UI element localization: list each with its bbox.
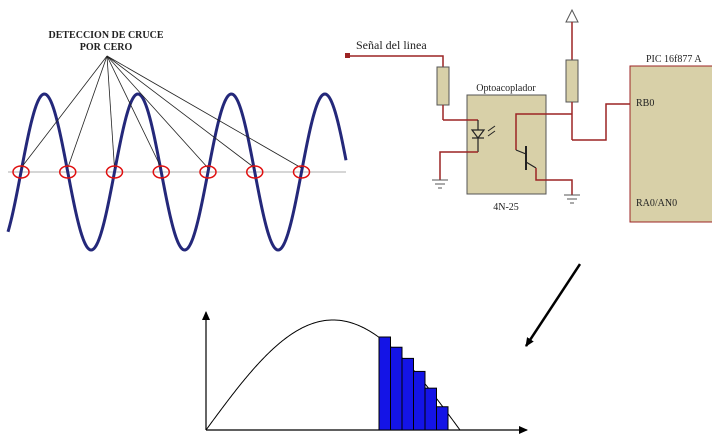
zero-crossing-marker	[105, 165, 124, 179]
input-terminal	[345, 53, 350, 58]
ground-symbol-left	[432, 179, 448, 189]
sine-wave	[6, 92, 348, 252]
zero-crossing-markers	[12, 165, 311, 179]
sample-bar	[436, 406, 449, 431]
signal-to-rb0-wire	[572, 103, 630, 141]
pointer-line	[20, 55, 108, 169]
transistor-collector	[515, 149, 527, 155]
pointer-line	[106, 55, 302, 169]
input-wire	[350, 55, 444, 67]
flow-arrow	[524, 263, 582, 347]
input-resistor	[436, 66, 450, 106]
pointer-line	[106, 55, 162, 169]
pointer-lines	[20, 55, 302, 169]
zero-crossing-marker	[152, 165, 170, 179]
phototransistor-collector-wire	[515, 113, 572, 150]
pointer-line	[106, 55, 209, 169]
sample-bar	[413, 370, 426, 431]
sample-bar	[378, 336, 391, 431]
ground-symbol-right	[564, 194, 580, 204]
vcc-arrow	[565, 8, 579, 23]
pin-rb0-label: RB0	[636, 98, 654, 109]
optocoupler-part-label: 4N-25	[493, 202, 519, 213]
zero-crossing-marker	[59, 165, 77, 179]
sample-bar	[390, 346, 403, 431]
emitter-ground-wire	[535, 168, 573, 195]
transistor-emitter	[525, 161, 537, 169]
zero-crossing-marker	[246, 165, 264, 179]
zero-cross-panel: DETECCION DE CRUCE POR CERO	[6, 30, 348, 252]
zero-crossing-marker	[199, 165, 217, 179]
circuit-labels: Señal del linea Optoacoplador 4N-25 PIC …	[356, 38, 702, 213]
pic-microcontroller	[629, 65, 712, 223]
zero-crossing-marker	[12, 165, 30, 179]
zero-cross-title-line1: DETECCION DE CRUCE	[48, 30, 163, 41]
led-ground-wire	[439, 151, 478, 180]
zero-crossing-marker	[292, 165, 311, 179]
pointer-line	[67, 55, 108, 169]
circuit-panel	[345, 8, 712, 223]
pointer-line	[106, 55, 115, 169]
sample-bars	[378, 336, 449, 431]
light-ray-1	[487, 125, 496, 132]
light-ray-2	[487, 130, 496, 137]
pin-ra0-label: RA0/AN0	[636, 198, 677, 209]
pic-label: PIC 16f877 A	[646, 54, 702, 65]
zero-cross-title-line2: POR CERO	[80, 42, 133, 53]
led-diode	[470, 129, 486, 139]
optocoupler-label: Optoacoplador	[476, 83, 536, 94]
optocoupler-body	[466, 94, 547, 195]
sampling-panel	[202, 311, 528, 434]
pullup-resistor	[565, 59, 579, 103]
sample-bar	[401, 357, 414, 431]
sample-bar	[424, 387, 437, 431]
input-signal-label: Señal del linea	[356, 38, 427, 52]
pointer-line	[106, 55, 255, 169]
